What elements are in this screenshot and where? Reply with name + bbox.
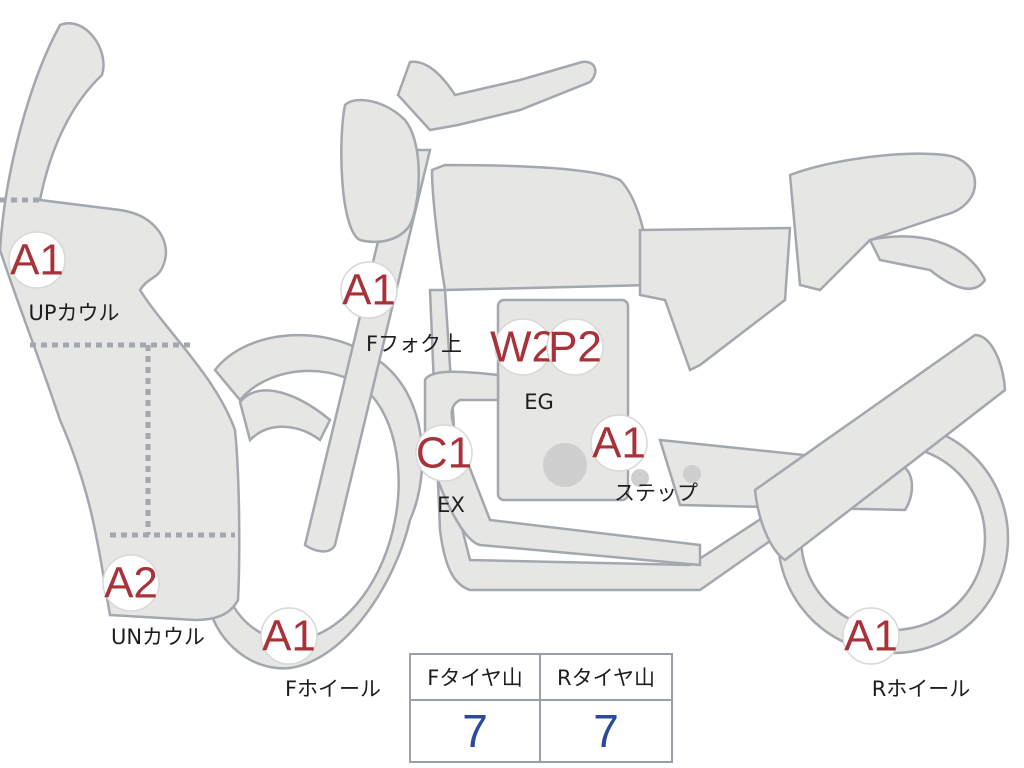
frame-shape: [428, 288, 802, 592]
badge-f-wheel: A1 Fホイール: [260, 607, 381, 701]
headlight-shape: [340, 98, 420, 244]
tire-tread-table: Fタイヤ山 Rタイヤ山 7 7: [409, 653, 673, 763]
badge-label: ステップ: [614, 481, 698, 505]
badge-un-cowl: A2 UNカウル: [102, 554, 205, 649]
exhaust-shape: [423, 370, 702, 567]
rear-cover-shape: [753, 333, 1007, 562]
badge-f-fork-top: A1 Fフォク上: [340, 261, 462, 356]
fuel-tank-shape: [430, 163, 652, 292]
badge-grade: A1: [342, 266, 396, 315]
badge-label: UNカウル: [111, 625, 205, 649]
engine-cover: [543, 443, 587, 487]
badge-grade: A1: [844, 612, 898, 661]
seat-shape: [788, 152, 977, 292]
tail-shape: [868, 235, 987, 290]
badge-grade: P2: [548, 323, 602, 372]
badge-engine-p: P2 EG: [524, 318, 604, 414]
front-tire-header: Fタイヤ山: [411, 655, 541, 701]
badge-step: A1 ステップ: [590, 414, 698, 505]
side-cover-shape: [638, 226, 792, 372]
badge-up-cowl: A1 UPカウル: [8, 231, 120, 325]
badge-grade: A1: [10, 236, 64, 285]
step-peg-1: [631, 469, 649, 487]
badge-label: Fフォク上: [366, 332, 462, 356]
front-fender-shape: [238, 389, 332, 443]
front-tire-value: 7: [411, 701, 541, 761]
badge-grade: W2: [490, 323, 556, 372]
badge-label: Rホイール: [872, 677, 971, 701]
front-fork-shape: [303, 148, 432, 553]
badge-label: UPカウル: [28, 301, 119, 325]
handlebar-shape: [396, 60, 597, 132]
badge-exhaust: C1 EX: [415, 424, 473, 517]
badge-grade: A1: [262, 612, 316, 661]
cowl-shape: [0, 22, 241, 622]
badge-engine-w: W2: [490, 318, 556, 376]
badge-grade: C1: [416, 429, 472, 478]
badge-grade: A1: [592, 419, 646, 468]
step-peg-2: [683, 465, 701, 483]
badge-label: EG: [524, 390, 554, 414]
badge-r-wheel: A1 Rホイール: [842, 607, 971, 701]
rear-tire-value: 7: [593, 705, 619, 757]
badge-label: Fホイール: [285, 677, 381, 701]
badge-grade: A2: [104, 559, 158, 608]
rear-tire-header: Rタイヤ山: [541, 655, 671, 701]
badge-label: EX: [437, 493, 465, 517]
